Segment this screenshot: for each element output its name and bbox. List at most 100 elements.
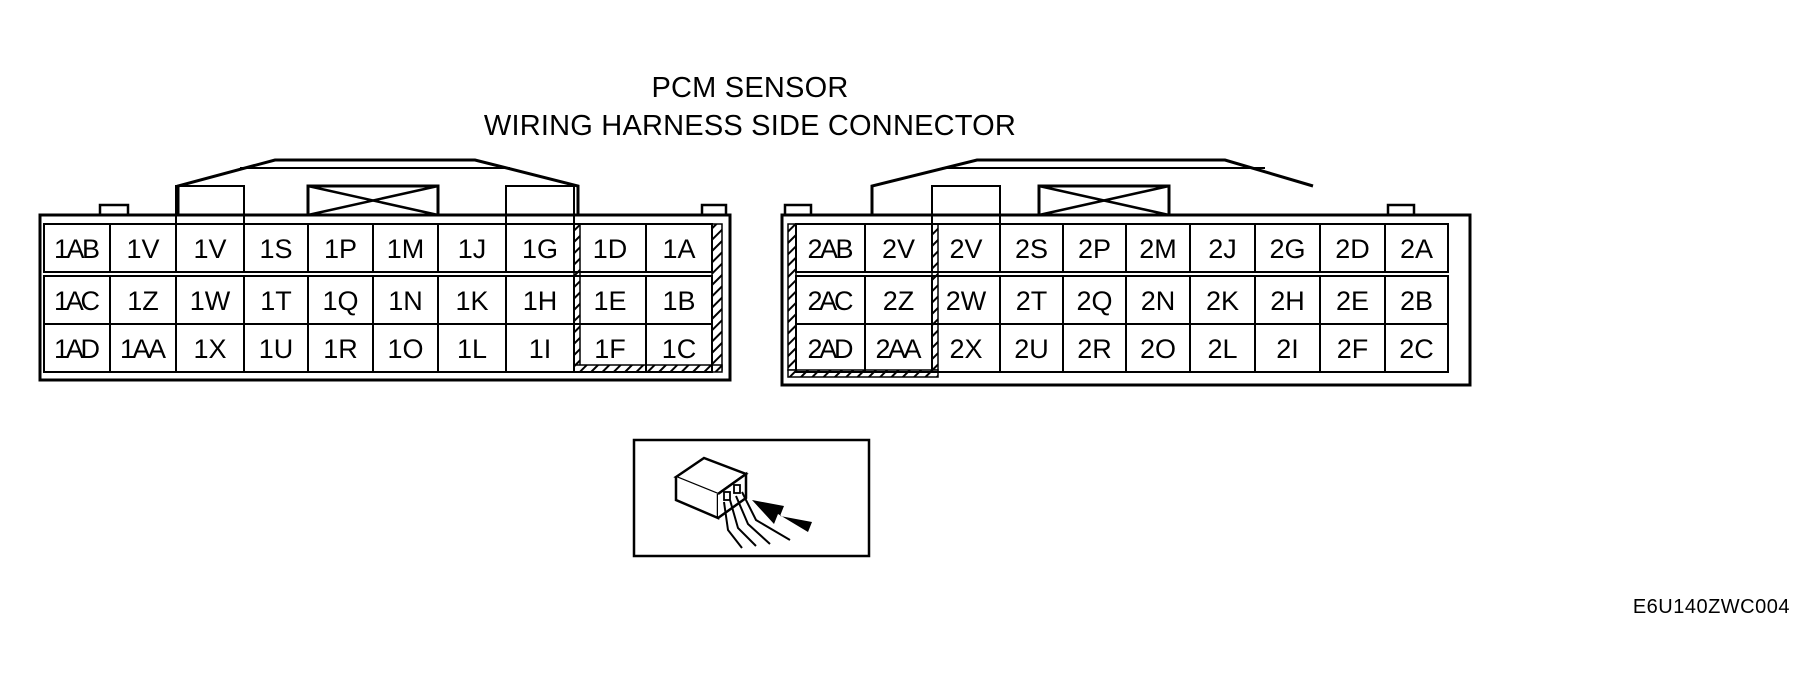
terminal-label: 2A [1400,234,1433,264]
terminal-cavity: 1R [307,323,374,373]
terminal-label: 1Z [127,286,159,316]
terminal-label: 1AA [120,334,166,364]
terminal-label: 1E [593,286,626,316]
figure-id: E6U140ZWC004 [1632,596,1790,618]
terminal-label: 2R [1077,334,1112,364]
connector-1-hood [176,158,580,215]
terminal-cavity: 1A [645,223,713,273]
terminal-label: 2E [1336,286,1369,316]
terminal-label: 2T [1016,286,1048,316]
terminal-label: 2AC [808,286,854,316]
terminal-label: 1X [193,334,226,364]
terminal-label: 1S [259,234,292,264]
hood-column [175,185,245,225]
terminal-cavity: 1AB [43,223,111,273]
terminal-label: 1I [529,334,552,364]
terminal-label: 1P [324,234,357,264]
terminal-label: 2O [1140,334,1176,364]
terminal-label: 2Z [883,286,915,316]
terminal-cavity: 2U [999,323,1064,373]
terminal-label: 1K [455,286,488,316]
connector-2-edge-hatch [787,223,797,371]
terminal-cavity: 1U [243,323,309,373]
terminal-label: 1L [457,334,487,364]
terminal-label: 1B [662,286,695,316]
connector-2-bottom-hatch [787,369,939,378]
terminal-label: 2M [1139,234,1177,264]
terminal-label: 1W [190,286,231,316]
terminal-label: 1F [594,334,626,364]
terminal-label: 2C [1399,334,1434,364]
terminal-cavity: 2V [864,223,933,273]
terminal-cavity: 1F [573,323,647,373]
terminal-label: 1N [388,286,423,316]
connector-2-lock-icon [1037,184,1171,217]
terminal-label: 1M [387,234,425,264]
terminal-label: 2B [1400,286,1433,316]
terminal-cavity: 2J [1189,223,1256,273]
terminal-label: 2X [949,334,982,364]
connector-1-body [38,213,732,382]
connector-view-arrow-icon [632,438,871,558]
connector-1-edge-hatch [711,223,723,371]
terminal-cavity: 2A [1384,223,1449,273]
terminal-cavity: 2R [1062,323,1127,373]
diagram-title-line-1: PCM SENSOR [651,72,849,104]
terminal-cavity: 1C [645,323,713,373]
terminal-cavity: 1J [437,223,507,273]
terminal-cavity: 2AD [795,323,866,373]
terminal-cavity: 2W [931,275,1001,325]
terminal-label: 2N [1141,286,1176,316]
terminal-label: 1C [662,334,697,364]
terminal-label: 1Q [322,286,358,316]
terminal-label: 1D [593,234,628,264]
terminal-label: 2I [1276,334,1299,364]
terminal-cavity: 1B [645,275,713,325]
hood-column [505,185,575,225]
terminal-label: 2AD [808,334,854,364]
terminal-label: 2L [1207,334,1237,364]
terminal-label: 2S [1015,234,1048,264]
terminal-cavity: 2S [999,223,1064,273]
terminal-label: 1AC [54,286,100,316]
terminal-label: 1V [193,234,226,264]
terminal-label: 1J [458,234,487,264]
terminal-label: 2F [1337,334,1369,364]
terminal-label: 2K [1206,286,1239,316]
terminal-label: 1U [259,334,294,364]
terminal-cavity: 2Q [1062,275,1127,325]
terminal-label: 2Q [1076,286,1112,316]
terminal-cavity: 1G [505,223,575,273]
hood-column [931,185,1001,225]
terminal-label: 2J [1208,234,1237,264]
terminal-label: 1AB [54,234,100,264]
terminal-label: 2V [882,234,915,264]
terminal-label: 1R [323,334,358,364]
terminal-cavity: 2H [1254,275,1321,325]
terminal-label: 2G [1269,234,1305,264]
terminal-label: 2U [1014,334,1049,364]
connector-1-lock-icon [306,184,440,217]
terminal-label: 2H [1270,286,1305,316]
terminal-cavity: 2C [1384,323,1449,373]
terminal-cavity: 1P [307,223,374,273]
terminal-cavity: 2T [999,275,1064,325]
terminal-label: 2V [949,234,982,264]
terminal-label: 2AB [808,234,854,264]
terminal-label: 1A [662,234,695,264]
terminal-label: 1V [126,234,159,264]
terminal-label: 1G [522,234,558,264]
diagram-title-line-2: WIRING HARNESS SIDE CONNECTOR [483,110,1017,142]
terminal-cavity: 2O [1125,323,1191,373]
terminal-label: 1O [387,334,423,364]
terminal-label: 2P [1078,234,1111,264]
connector-1: 1AB 1V 1V 1S 1P 1M 1J 1G 1D 1A 1AC 1Z 1W 1T 1Q 1N 1K 1H 1E… [38,158,732,382]
terminal-label: 2W [946,286,987,316]
terminal-label: 1T [260,286,292,316]
terminal-label: 1AD [54,334,100,364]
terminal-label: 1H [523,286,558,316]
connector-1-bottom-hatch [573,364,723,373]
terminal-cavity: 2AB [795,223,866,273]
